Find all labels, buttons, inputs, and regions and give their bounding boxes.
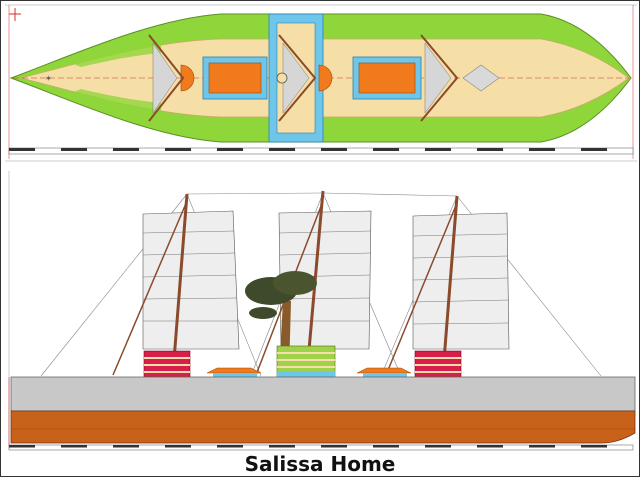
building-main <box>276 345 336 378</box>
building-aft <box>414 350 462 378</box>
compass-icon <box>9 8 21 21</box>
mast-fore <box>171 193 189 374</box>
plan-view: ✶ <box>5 4 637 162</box>
diagram-caption: Salissa Home <box>244 452 396 476</box>
hull-elevation <box>10 376 636 444</box>
svg-text:✶: ✶ <box>45 74 52 83</box>
elevation-view <box>8 171 636 451</box>
sail-aft <box>412 212 510 350</box>
mast-aft <box>441 195 459 374</box>
building-fore <box>143 350 191 378</box>
